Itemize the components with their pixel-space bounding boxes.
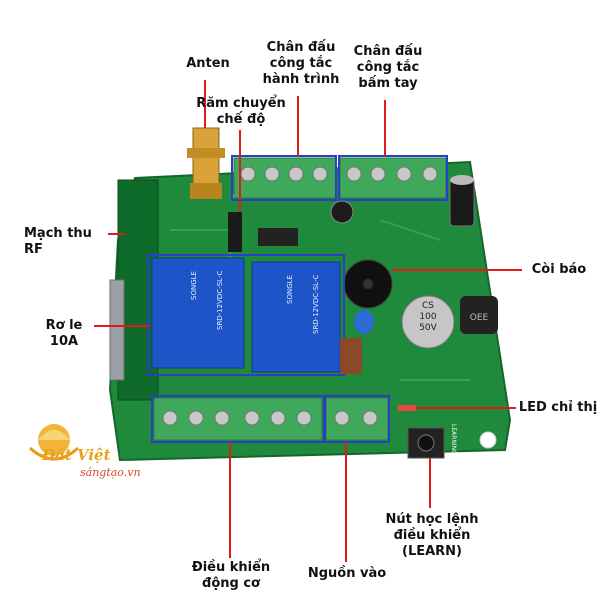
bottom-terminals: [151, 395, 390, 443]
logo-subtitle: sángtạo.vn: [80, 466, 141, 479]
inductor-marking: OEE: [470, 313, 489, 323]
learning-marking: LEARNING: [450, 424, 457, 455]
buzzer: [343, 259, 393, 309]
callout-lines: [94, 80, 522, 562]
varistor: [340, 338, 362, 374]
label-limit-switch: Chân đấu công tắc hành trình: [262, 40, 340, 87]
antenna-connector: ANT: [187, 127, 248, 200]
relay-brand: SONGLE: [190, 271, 198, 300]
highlight-box-power-in: [324, 395, 390, 443]
mount-hole: [479, 431, 497, 449]
relay-brand: SONGLE: [286, 275, 294, 304]
label-relay: Rơ le 10A: [45, 318, 83, 349]
relay-left: SONGLE SRD-12VDC-SL-C: [151, 257, 245, 369]
highlight-box-relays: [147, 254, 345, 376]
relay-model: SRD-12VDC-SL-C: [312, 275, 320, 334]
label-mode-jumper: Răm chuyển chế độ: [196, 96, 286, 127]
relay-right: SONGLE SRD-12VDC-SL-C: [251, 261, 341, 373]
label-learn-button: Nút học lệnh điều khiển (LEARN): [385, 512, 479, 559]
led-indicator: [398, 405, 416, 411]
label-buzzer: Còi báo: [531, 262, 587, 277]
ic-chip: [258, 228, 298, 246]
rf-module: [109, 179, 159, 401]
highlight-box-limit-switch: [231, 155, 337, 201]
mode-jumper: [228, 212, 298, 252]
blue-cap: [354, 310, 374, 334]
learn-button: LEARNING: [407, 424, 457, 459]
label-led: LED chỉ thị: [518, 400, 598, 415]
logo-mark: [28, 424, 80, 461]
top-terminals: [231, 155, 448, 201]
label-motor-control: Điều khiển động cơ: [191, 560, 271, 591]
logo-name: Đất Việt: [42, 446, 111, 464]
relay-model: SRD-12VDC-SL-C: [216, 271, 224, 330]
label-rf-module: Mạch thu RF: [24, 226, 92, 257]
highlight-box-push-switch: [338, 155, 448, 201]
label-power-in: Nguồn vào: [307, 566, 387, 581]
label-push-switch: Chân đấu công tắc bấm tay: [353, 44, 423, 91]
label-anten: Anten: [186, 56, 230, 71]
